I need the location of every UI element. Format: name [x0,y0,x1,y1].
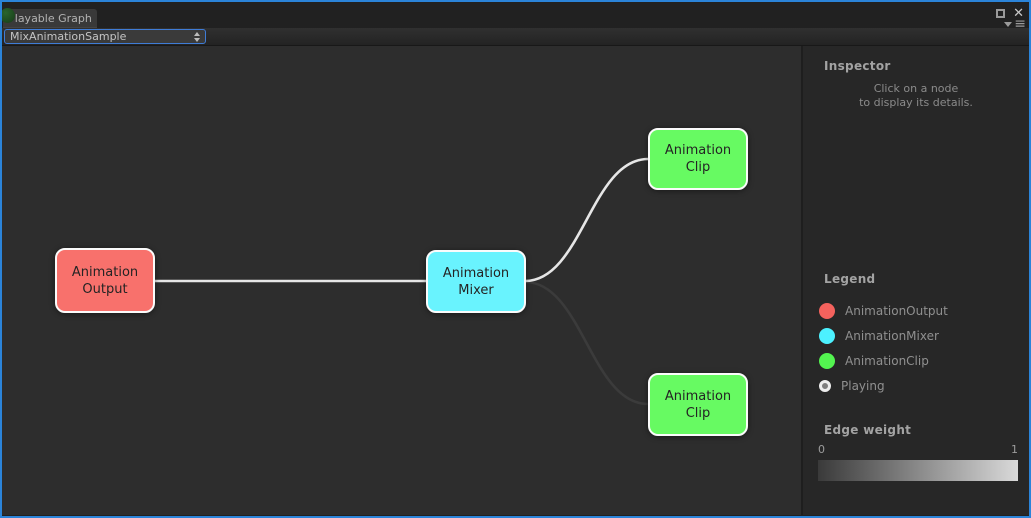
graph-selector-value: MixAnimationSample [10,30,127,43]
edge-weight-max: 1 [1011,443,1018,456]
legend-item-animation-mixer: AnimationMixer [819,323,1029,348]
inspector-panel: Inspector Click on a node to display its… [801,46,1029,515]
inspector-hint-line2: to display its details. [859,96,973,109]
node-label-line: Animation [664,143,732,158]
green-status-dot [2,8,15,23]
legend-label: AnimationMixer [845,328,939,343]
legend-list: AnimationOutput AnimationMixer Animation… [819,298,1029,398]
legend-item-playing: Playing [819,373,1029,398]
edge-mixer-clip-top [523,157,650,283]
graph-canvas[interactable]: Animation Output Animation Mixer Animati… [2,46,801,515]
legend-label: AnimationClip [845,353,929,368]
dropdown-arrows-icon [194,31,200,42]
inspector-hint-line1: Click on a node [873,82,959,95]
node-label-line: Animation [71,264,139,280]
window-titlebar: Playable Graph ✕ ≡ [2,2,1029,32]
legend-title: Legend [824,272,876,286]
close-icon[interactable]: ✕ [1013,6,1024,21]
edge-weight-gradient-bar [818,460,1018,481]
edge-weight-min: 0 [818,443,825,456]
node-label-line: Mixer [458,282,494,298]
hamburger-icon: ≡ [1014,16,1026,32]
inspector-hint: Click on a node to display its details. [803,82,1029,110]
tab-title: Playable Graph [8,12,92,25]
legend-dot-red [819,302,835,319]
edge-mixer-clip-bottom [523,280,650,406]
legend-dot-green [819,352,835,369]
node-label-line: Animation [664,388,732,404]
legend-item-animation-clip: AnimationClip [819,348,1029,373]
main-split: Animation Output Animation Mixer Animati… [2,46,1029,515]
node-label-line: Output [82,281,128,297]
graph-selector-dropdown[interactable]: MixAnimationSample [4,29,206,44]
edge-weight-scale: 0 1 [818,443,1018,456]
legend-dot-playing [819,379,831,392]
node-animation-clip-bottom[interactable]: Animation Clip [648,373,748,436]
edges-layer [153,157,650,406]
legend-item-animation-output: AnimationOutput [819,298,1029,323]
node-label-line: Clip [685,405,711,421]
edge-weight-title: Edge weight [824,423,912,437]
toolbar: MixAnimationSample [2,28,1029,46]
window-menu-icon[interactable]: ≡ [1004,16,1026,32]
legend-dot-cyan [819,327,835,344]
inspector-title: Inspector [824,59,891,73]
node-label-line: Clip [685,160,711,175]
legend-label: Playing [841,378,885,393]
node-animation-clip-top[interactable]: Animation Clip [648,128,748,190]
chevron-down-icon [1004,22,1013,27]
tab-playable-graph[interactable]: Playable Graph [3,9,97,28]
window-controls: ✕ [996,7,1024,20]
node-animation-output[interactable]: Animation Output [55,248,155,313]
legend-label: AnimationOutput [845,303,948,318]
node-label-line: Animation [442,265,510,281]
maximize-icon[interactable] [996,9,1006,18]
node-animation-mixer[interactable]: Animation Mixer [426,250,526,313]
